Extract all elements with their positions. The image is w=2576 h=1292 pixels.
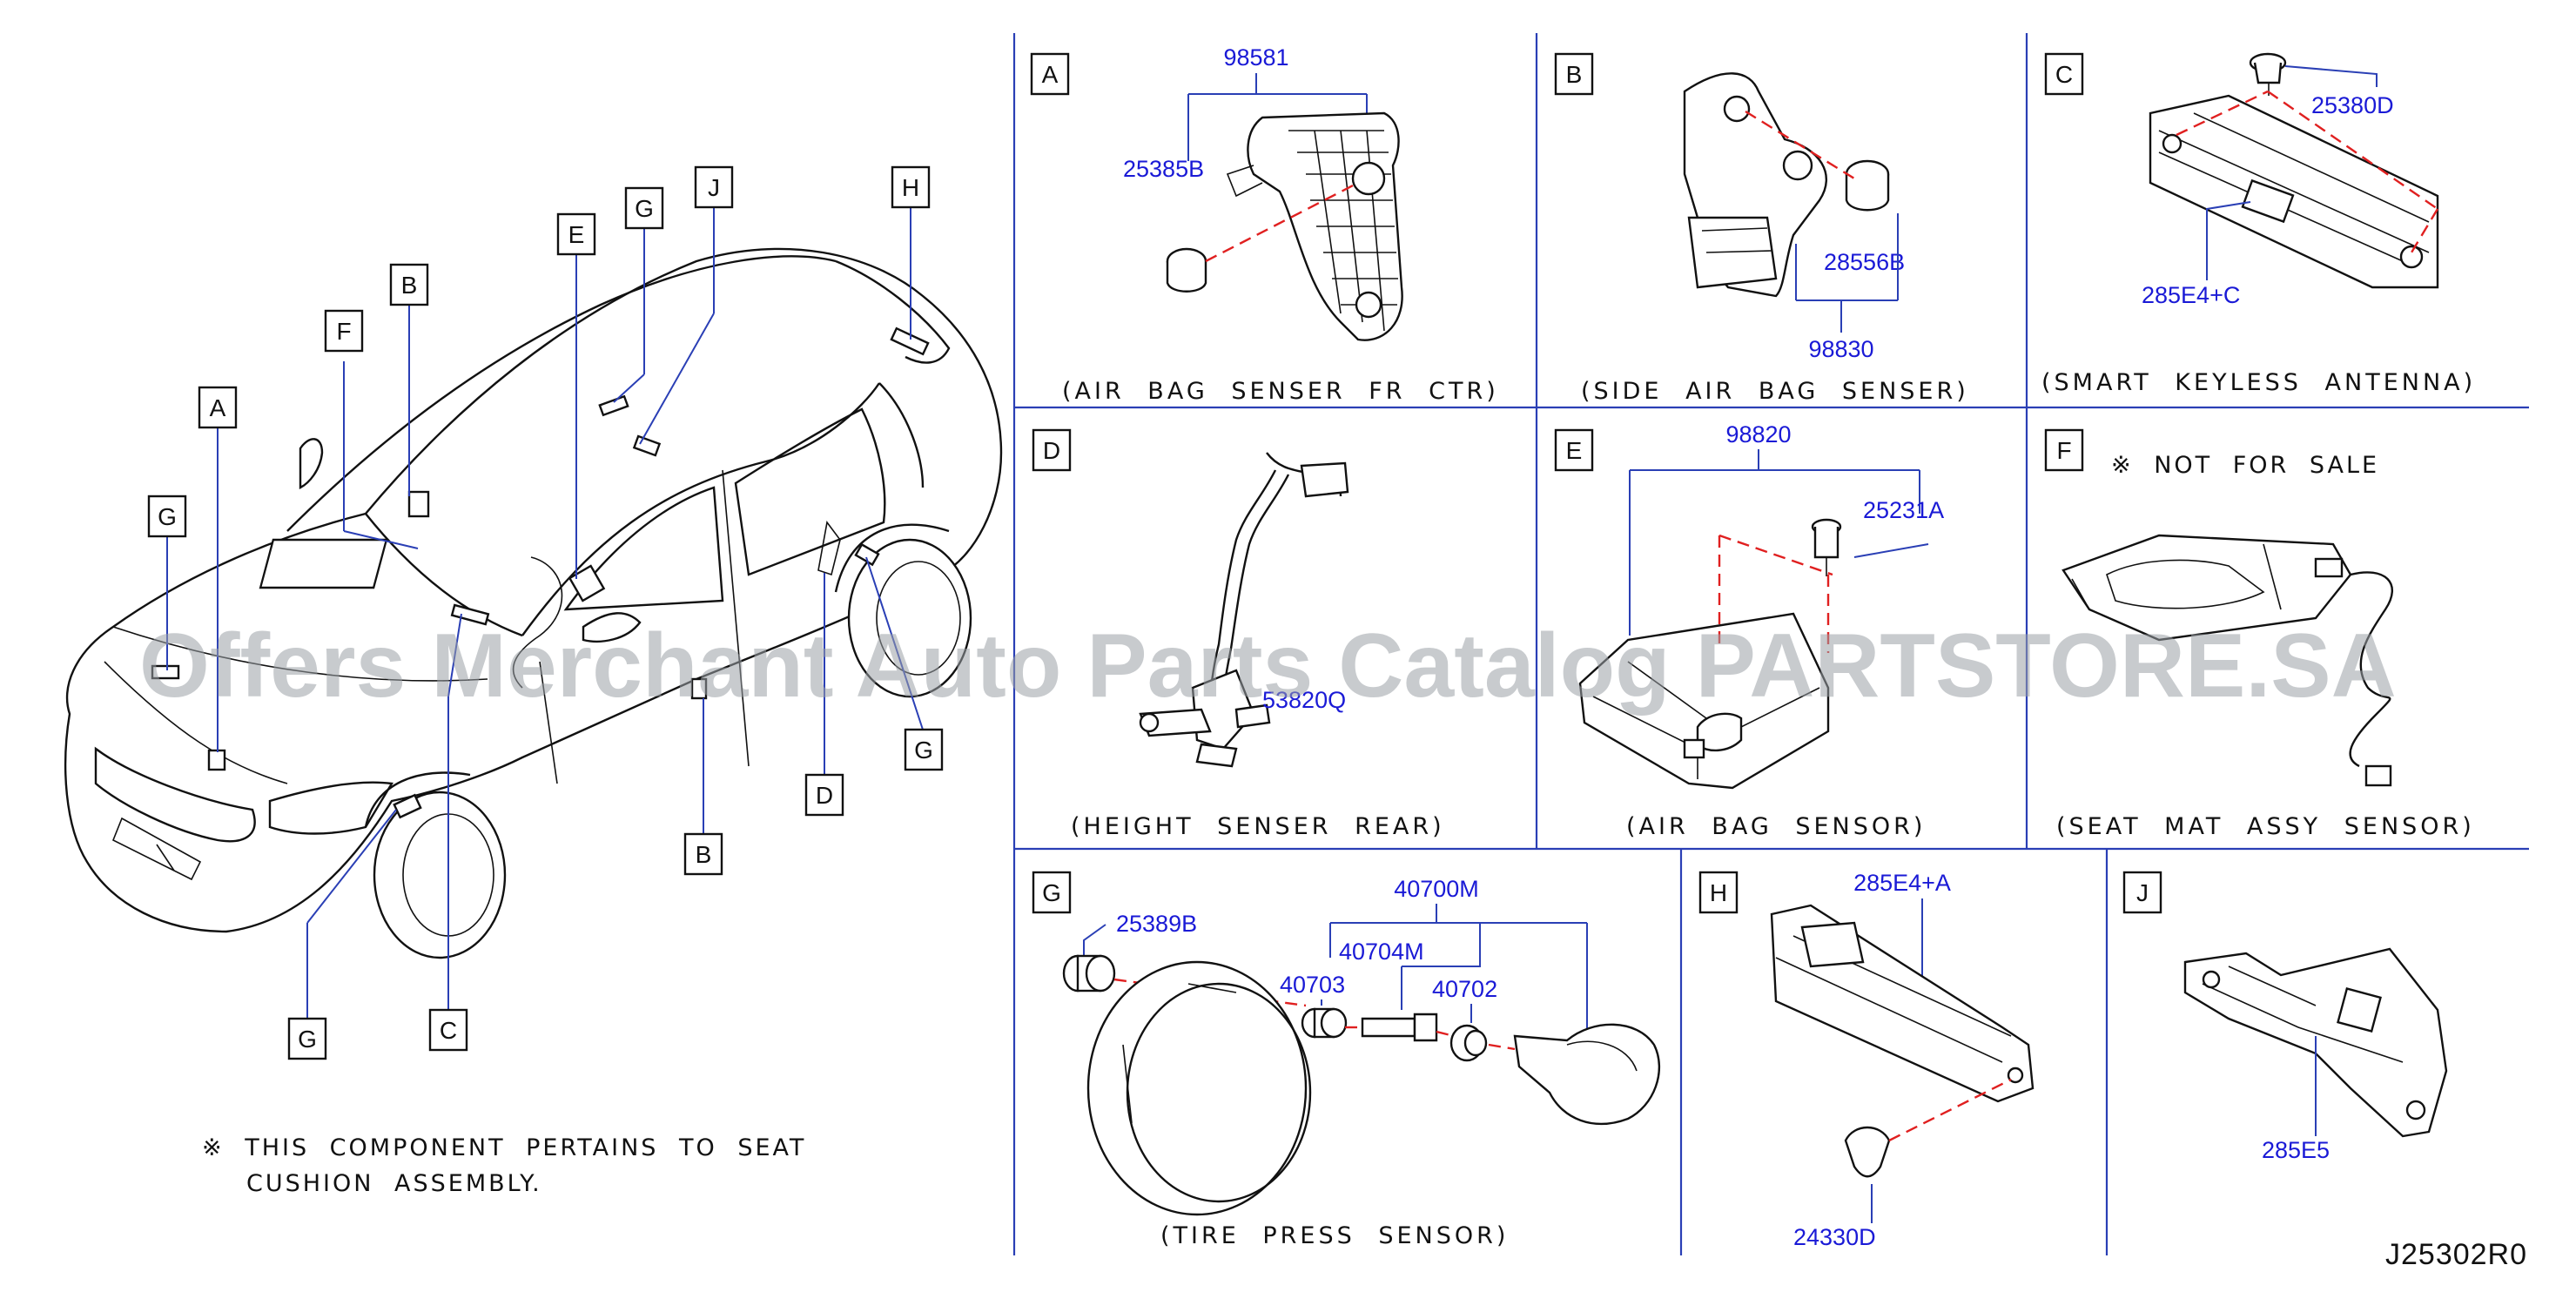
car-callout-D[interactable]: D bbox=[804, 773, 844, 817]
panel-F: F ※ NOT FOR SALE (SEAT MAT ASSY SENSOR) bbox=[2044, 428, 2475, 840]
panel-letter: G bbox=[1042, 879, 1061, 906]
callout-label: C bbox=[440, 1017, 457, 1044]
callout-label: F bbox=[336, 318, 351, 345]
car-callout-G-rear[interactable]: G bbox=[904, 728, 944, 771]
car-callout-G-left[interactable]: G bbox=[147, 495, 187, 538]
panel-letter: A bbox=[1042, 61, 1059, 88]
panel-grid bbox=[1012, 33, 2529, 1255]
part-number-98581[interactable]: 98581 bbox=[1223, 44, 1288, 71]
panel-C: C 25380D 285E4+C (SMART KEYLESS ANTENNA) bbox=[2041, 52, 2476, 396]
panel-letter: D bbox=[1043, 437, 1060, 464]
watermark: Offers Merchant Auto Parts Catalog PARTS… bbox=[139, 616, 2397, 717]
part-number-25385B[interactable]: 25385B bbox=[1123, 156, 1204, 182]
footnote: ※ THIS COMPONENT PERTAINS TO SEAT CUSHIO… bbox=[202, 1134, 806, 1197]
part-number-28556B[interactable]: 28556B bbox=[1824, 249, 1905, 275]
callout-label: A bbox=[210, 394, 226, 421]
part-number-98820[interactable]: 98820 bbox=[1725, 421, 1791, 447]
panel-caption: (TIRE PRESS SENSOR) bbox=[1160, 1222, 1509, 1249]
callout-label: H bbox=[902, 174, 919, 201]
panel-caption: (SIDE AIR BAG SENSER) bbox=[1581, 378, 1969, 405]
panel-letter: E bbox=[1566, 437, 1583, 464]
panel-letter: J bbox=[2136, 879, 2149, 906]
callout-label: J bbox=[708, 174, 720, 201]
panel-caption: (SMART KEYLESS ANTENNA) bbox=[2041, 369, 2476, 396]
car-callout-G-roof[interactable]: G bbox=[624, 186, 664, 230]
callout-label: G bbox=[635, 195, 654, 222]
panel-caption: (SEAT MAT ASSY SENSOR) bbox=[2056, 813, 2475, 840]
part-number-40700M[interactable]: 40700M bbox=[1394, 876, 1479, 902]
panel-H: H 285E4+A 24330D bbox=[1698, 870, 2035, 1250]
car-callout-H[interactable]: H bbox=[891, 165, 931, 209]
part-number-98830[interactable]: 98830 bbox=[1808, 336, 1873, 362]
car-callout-G-front[interactable]: G bbox=[287, 1017, 327, 1060]
callout-label: G bbox=[158, 503, 177, 530]
part-number-25389B[interactable]: 25389B bbox=[1116, 911, 1197, 937]
car-callout-A[interactable]: A bbox=[198, 386, 238, 429]
callout-label: D bbox=[816, 782, 833, 809]
panel-G: G 25389B 40700M 40704M 40703 40702 bbox=[1032, 871, 1661, 1249]
footnote-line-1: ※ THIS COMPONENT PERTAINS TO SEAT bbox=[202, 1134, 806, 1161]
callout-leaders bbox=[166, 207, 924, 1019]
part-number-25380D[interactable]: 25380D bbox=[2311, 92, 2394, 118]
car-callout-B-bottom[interactable]: B bbox=[683, 832, 723, 876]
part-number-40702[interactable]: 40702 bbox=[1432, 976, 1497, 1002]
car-callout-C[interactable]: C bbox=[428, 1008, 468, 1052]
callout-label: B bbox=[401, 272, 418, 299]
part-number-285E4+C[interactable]: 285E4+C bbox=[2142, 282, 2240, 308]
car-callout-E[interactable]: E bbox=[556, 212, 596, 256]
callout-label: B bbox=[696, 841, 712, 868]
diagram-reference-code: J25302R0 bbox=[2385, 1238, 2527, 1271]
panel-letter: H bbox=[1710, 879, 1727, 906]
part-number-40704M[interactable]: 40704M bbox=[1339, 939, 1424, 965]
callout-label: G bbox=[298, 1026, 317, 1053]
panel-letter: C bbox=[2055, 61, 2073, 88]
panel-letter: B bbox=[1566, 61, 1583, 88]
part-number-40703[interactable]: 40703 bbox=[1280, 972, 1345, 998]
part-number-25231A[interactable]: 25231A bbox=[1863, 497, 1944, 523]
callout-label: E bbox=[568, 221, 585, 248]
panel-caption: (AIR BAG SENSOR) bbox=[1626, 813, 1926, 840]
part-number-285E4+A[interactable]: 285E4+A bbox=[1853, 870, 1951, 896]
footnote-line-2: CUSHION ASSEMBLY. bbox=[246, 1170, 542, 1197]
part-number-285E5[interactable]: 285E5 bbox=[2262, 1137, 2330, 1163]
panel-letter: F bbox=[2056, 437, 2071, 464]
not-for-sale-note: ※ NOT FOR SALE bbox=[2111, 452, 2379, 479]
panel-B: B 28556B 98830 (SIDE AIR BAG SENSER) bbox=[1554, 52, 1969, 405]
panel-D: D 53820Q (HEIGHT SENSER REAR) bbox=[1032, 428, 1445, 840]
panel-caption: (AIR BAG SENSER FR CTR) bbox=[1062, 378, 1499, 405]
part-number-24330D[interactable]: 24330D bbox=[1793, 1224, 1876, 1250]
panel-caption: (HEIGHT SENSER REAR) bbox=[1071, 813, 1445, 840]
car-callout-B-top[interactable]: B bbox=[389, 263, 429, 306]
vehicle-overview bbox=[64, 247, 1003, 959]
panel-A: A 98581 25385B (AIR BAG SENSER FR CTR) bbox=[1030, 44, 1499, 405]
panel-E: E 98820 25231A (AIR BAG SENSOR) bbox=[1554, 421, 1944, 840]
part-number-53820Q[interactable]: 53820Q bbox=[1262, 687, 1346, 713]
car-callout-J[interactable]: J bbox=[694, 165, 734, 209]
callout-label: G bbox=[914, 737, 933, 764]
panel-J: J 285E5 bbox=[2122, 871, 2448, 1163]
car-callout-F[interactable]: F bbox=[324, 309, 364, 353]
